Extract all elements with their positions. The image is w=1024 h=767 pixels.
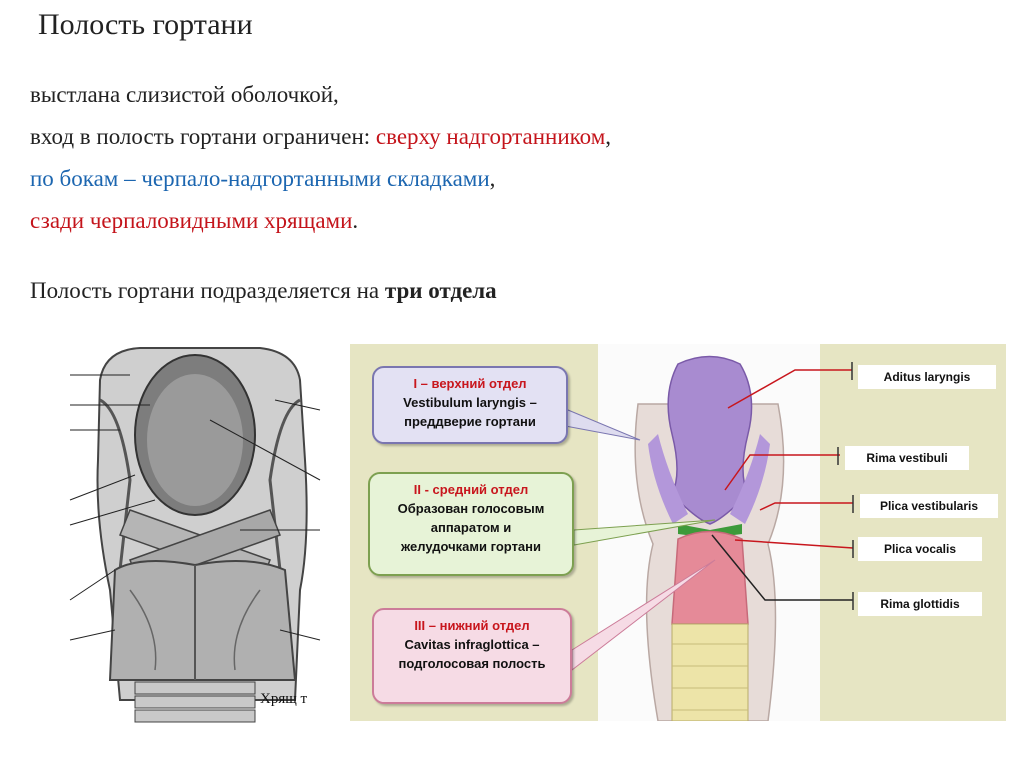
upper-section-box: I – верхний отдел Vestibulum laryngis – … xyxy=(372,366,568,444)
lower-section-box: III – нижний отдел Cavitas infraglottica… xyxy=(372,608,572,704)
middle-section-box: II - средний отдел Образован голосовым а… xyxy=(368,472,574,576)
middle-section-line: Образован голосовым xyxy=(370,499,572,518)
middle-section-line: аппаратом и xyxy=(370,518,572,537)
upper-section-heading: I – верхний отдел xyxy=(374,374,566,393)
label-plica-vocalis: Plica vocalis xyxy=(858,537,982,561)
label-rima-glottidis: Rima glottidis xyxy=(858,592,982,616)
label-aditus-laryngis: Aditus laryngis xyxy=(858,365,996,389)
label-plica-vestibularis: Plica vestibularis xyxy=(860,494,998,518)
middle-section-heading: II - средний отдел xyxy=(370,480,572,499)
lower-section-line: подголосовая полость xyxy=(374,654,570,673)
label-rima-vestibuli: Rima vestibuli xyxy=(845,446,969,470)
lower-section-heading: III – нижний отдел xyxy=(374,616,570,635)
upper-section-line: Vestibulum laryngis – xyxy=(374,393,566,412)
lower-section-line: Cavitas infraglottica – xyxy=(374,635,570,654)
upper-section-line: преддверие гортани xyxy=(374,412,566,431)
middle-section-line: желудочками гортани xyxy=(370,537,572,556)
